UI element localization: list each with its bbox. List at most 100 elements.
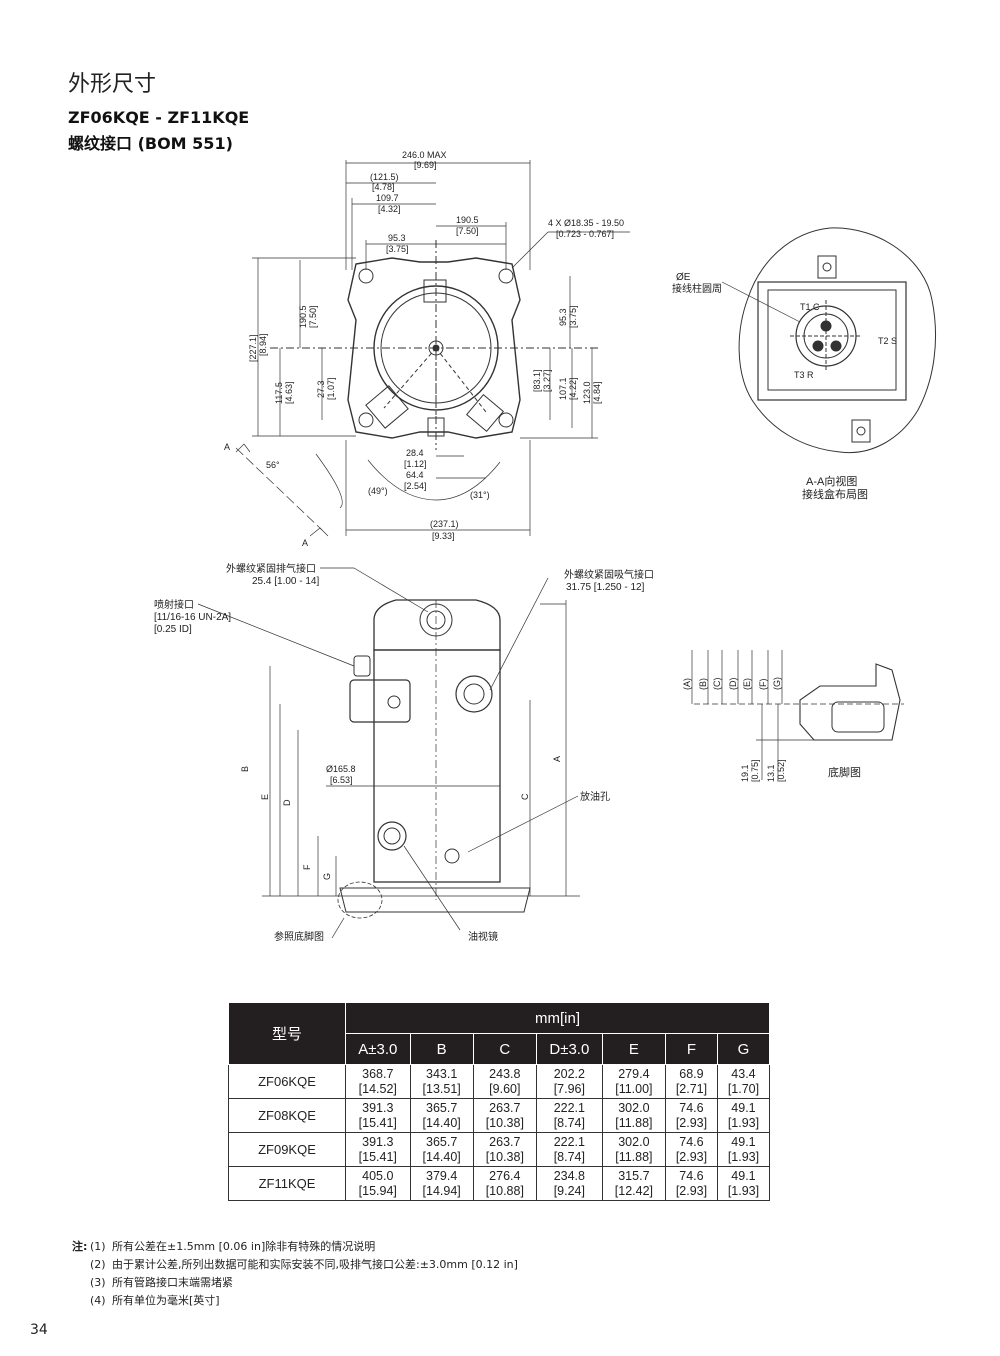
dim-width-max: 246.0 MAX [402,150,447,160]
table-row: ZF09KQE 391.3[15.41] 365.7[14.40] 263.7[… [228,1132,771,1167]
phi-e-label: ØE [676,272,691,283]
note-number: (2) [90,1258,106,1271]
page-title: 外形尺寸 [68,72,157,97]
table-cell: 379.4[14.94] [409,1166,474,1201]
table-cell: 302.0[11.88] [601,1132,666,1167]
dim-right-107: 107.1 [558,377,568,400]
dim-19-in: [0.75] [750,759,760,782]
dim-121-in: [4.78] [372,182,395,192]
side-view [197,567,580,939]
table-cell: 263.7[10.38] [472,1132,537,1167]
table-cell: 405.0[15.94] [345,1166,411,1201]
dim-right-95: 95.3 [558,308,568,326]
dim-13: 13.1 [766,764,776,782]
dim-left-227: [227.1] [248,334,258,362]
table-cell: 74.6[2.93] [664,1098,718,1133]
dim-190h-in: [7.50] [456,226,479,236]
note-text: 由于累计公差,所列出数据可能和实际安装不同,吸排气接口公差:±3.0mm [0.… [112,1258,518,1271]
dim-109: 109.7 [376,193,399,203]
table-cell: 302.0[11.88] [601,1098,666,1133]
terminal-t3: T3 R [794,370,814,380]
model-cell: ZF06KQE [228,1064,346,1099]
table-cell: 279.4[11.00] [601,1064,666,1099]
note-number: (4) [90,1294,106,1307]
foot-letter-a: (A) [682,678,692,690]
dim-237-in: [9.33] [432,531,455,541]
sight-glass-label: 油视镜 [468,930,498,943]
dim-left-27: 27.3 [316,380,326,398]
dim-28: 28.4 [406,448,424,458]
table-cell: 49.1[1.93] [716,1098,771,1133]
column-header-b: B [409,1033,474,1065]
column-header-f: F [664,1033,718,1065]
notes: 注: (1) 所有公差在±1.5mm [0.06 in]除非有特殊的情况说明 (… [72,1238,518,1310]
note-number: (1) [90,1240,106,1253]
note-item: 注: (1) 所有公差在±1.5mm [0.06 in]除非有特殊的情况说明 [72,1238,518,1256]
model-cell: ZF09KQE [228,1132,346,1167]
foot-ref-label: 参照底脚图 [274,930,324,943]
unit-header: mm[in] [345,1002,770,1034]
dim-letter-c: C [520,793,530,800]
dim-angle-49: (49°) [368,486,388,496]
table-cell: 276.4[10.88] [472,1166,537,1201]
suction-label: 外螺纹紧固吸气接口 [564,568,654,581]
dim-letter-f: F [302,864,312,870]
dim-letter-d: D [282,799,292,806]
note-text: 所有管路接口末端需堵紧 [112,1276,233,1289]
table-cell: 368.7[14.52] [345,1064,411,1099]
dim-right-123: 123.0 [582,381,592,404]
dim-95h-in: [3.75] [386,244,409,254]
note-item: (3) 所有管路接口末端需堵紧 [72,1274,518,1292]
dim-letter-e: E [260,794,270,800]
aa-view-caption-2: 接线盒布局图 [802,487,868,501]
dim-right-95-in: [3.75] [568,305,578,328]
column-header-g: G [716,1033,771,1065]
table-cell: 222.1[8.74] [535,1098,603,1133]
table-row: ZF11KQE 405.0[15.94] 379.4[14.94] 276.4[… [228,1166,771,1201]
top-view-outline [270,240,600,450]
model-cell: ZF08KQE [228,1098,346,1133]
foot-letter-b: (B) [698,678,708,690]
table-cell: 49.1[1.93] [716,1166,771,1201]
note-text: 所有单位为毫米[英寸] [112,1294,220,1307]
foot-letter-c: (C) [712,678,722,691]
diameter-in: [6.53] [330,775,353,785]
page-number: 34 [30,1322,48,1338]
model-range: ZF06KQE - ZF11KQE [68,108,250,127]
dimension-table: 型号 mm[in] A±3.0 B C D±3.0 E F G ZF06KQE … [228,1002,771,1201]
technical-drawing: 246.0 MAX [9.69] (121.5) [4.78] 109.7 [4… [154,150,937,943]
dim-letter-a: A [552,756,562,762]
dim-left-117: 117.5 [274,382,284,404]
dim-left-190-in: [7.50] [308,305,318,328]
table-cell: 74.6[2.93] [664,1132,718,1167]
diameter-label: Ø165.8 [326,764,356,774]
table-cell: 68.9[2.71] [664,1064,718,1099]
table-cell: 391.3[15.41] [345,1098,411,1133]
table-cell: 49.1[1.93] [716,1132,771,1167]
note-number: (3) [90,1276,106,1289]
connection-type: 螺纹接口 (BOM 551) [68,134,233,153]
suction-size: 31.75 [1.250 - 12] [566,582,645,593]
terminal-t1: T1 C [800,302,820,312]
aa-view [721,227,937,454]
dim-121: (121.5) [370,172,399,182]
table-cell: 391.3[15.41] [345,1132,411,1167]
dim-left-227-in: [8.94] [258,333,268,356]
foot-letter-f: (F) [758,679,768,691]
model-column-header: 型号 [228,1002,346,1065]
table-cell: 243.8[9.60] [472,1064,537,1099]
table-cell: 365.7[14.40] [409,1098,474,1133]
aa-view-caption: A-A向视图 [806,474,857,488]
table-cell: 263.7[10.38] [472,1098,537,1133]
dim-left-190: 190.5 [298,305,308,328]
dim-right-123-in: [4.84] [592,381,602,404]
dim-237: (237.1) [430,519,459,529]
dim-13-in: [0.52] [776,759,786,782]
foot-letter-g: (G) [772,677,782,690]
dim-190h: 190.5 [456,215,479,225]
dim-width-max-in: [9.69] [414,160,437,170]
dim-letter-g: G [322,873,332,880]
dim-right-83-in: [3.27] [542,369,552,392]
dim-letter-b: B [240,766,250,772]
dim-64-in: [2.54] [404,481,427,491]
